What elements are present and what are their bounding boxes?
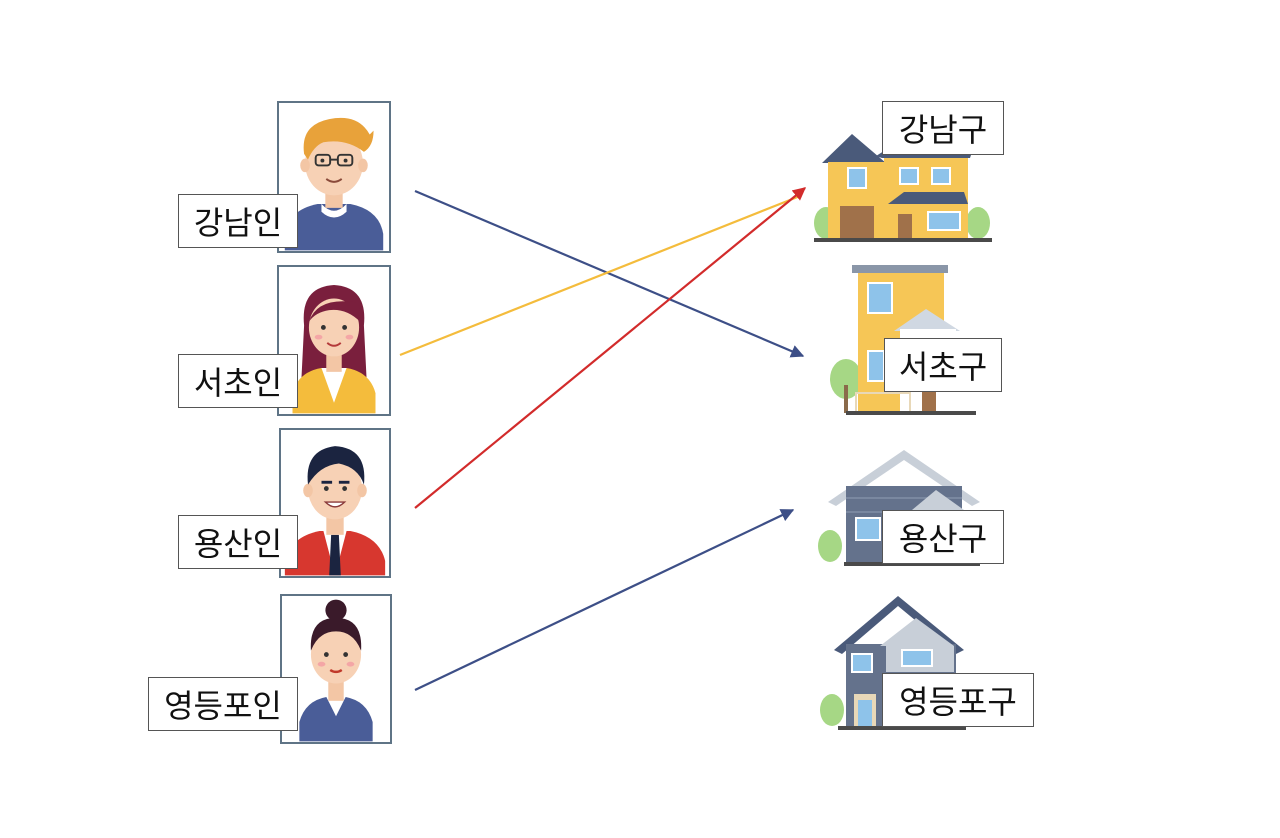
woman-bun-avatar-icon: [299, 599, 373, 742]
label-person-seocho: 서초인: [178, 354, 298, 408]
arrow-yeongdeungpo-to-yongsan: [414, 509, 795, 691]
label-person-yeongdeungpo: 영등포인: [148, 677, 298, 731]
man-suit-avatar-icon: [284, 446, 386, 576]
portrait-yeongdeungpo: [280, 594, 392, 744]
portrait-gangnam: [277, 101, 391, 253]
label-person-gangnam: 강남인: [178, 194, 298, 248]
arrow-gangnam-to-seocho: [414, 189, 805, 358]
arrow-seocho-to-gangnam: [399, 194, 801, 357]
label-district-yongsan: 용산구: [882, 510, 1004, 564]
label-district-gangnam: 강남구: [882, 101, 1004, 155]
label-district-yeongdeungpo: 영등포구: [882, 673, 1034, 727]
arrow-yongsan-to-gangnam: [414, 187, 807, 509]
label-district-seocho: 서초구: [884, 338, 1002, 392]
label-person-yongsan: 용산인: [178, 515, 298, 569]
woman-avatar-icon: [292, 285, 376, 414]
yellow-house-icon: [814, 134, 992, 242]
house-gangnam: [812, 128, 994, 243]
man-glasses-avatar-icon: [284, 117, 384, 251]
portrait-seocho: [277, 265, 391, 416]
